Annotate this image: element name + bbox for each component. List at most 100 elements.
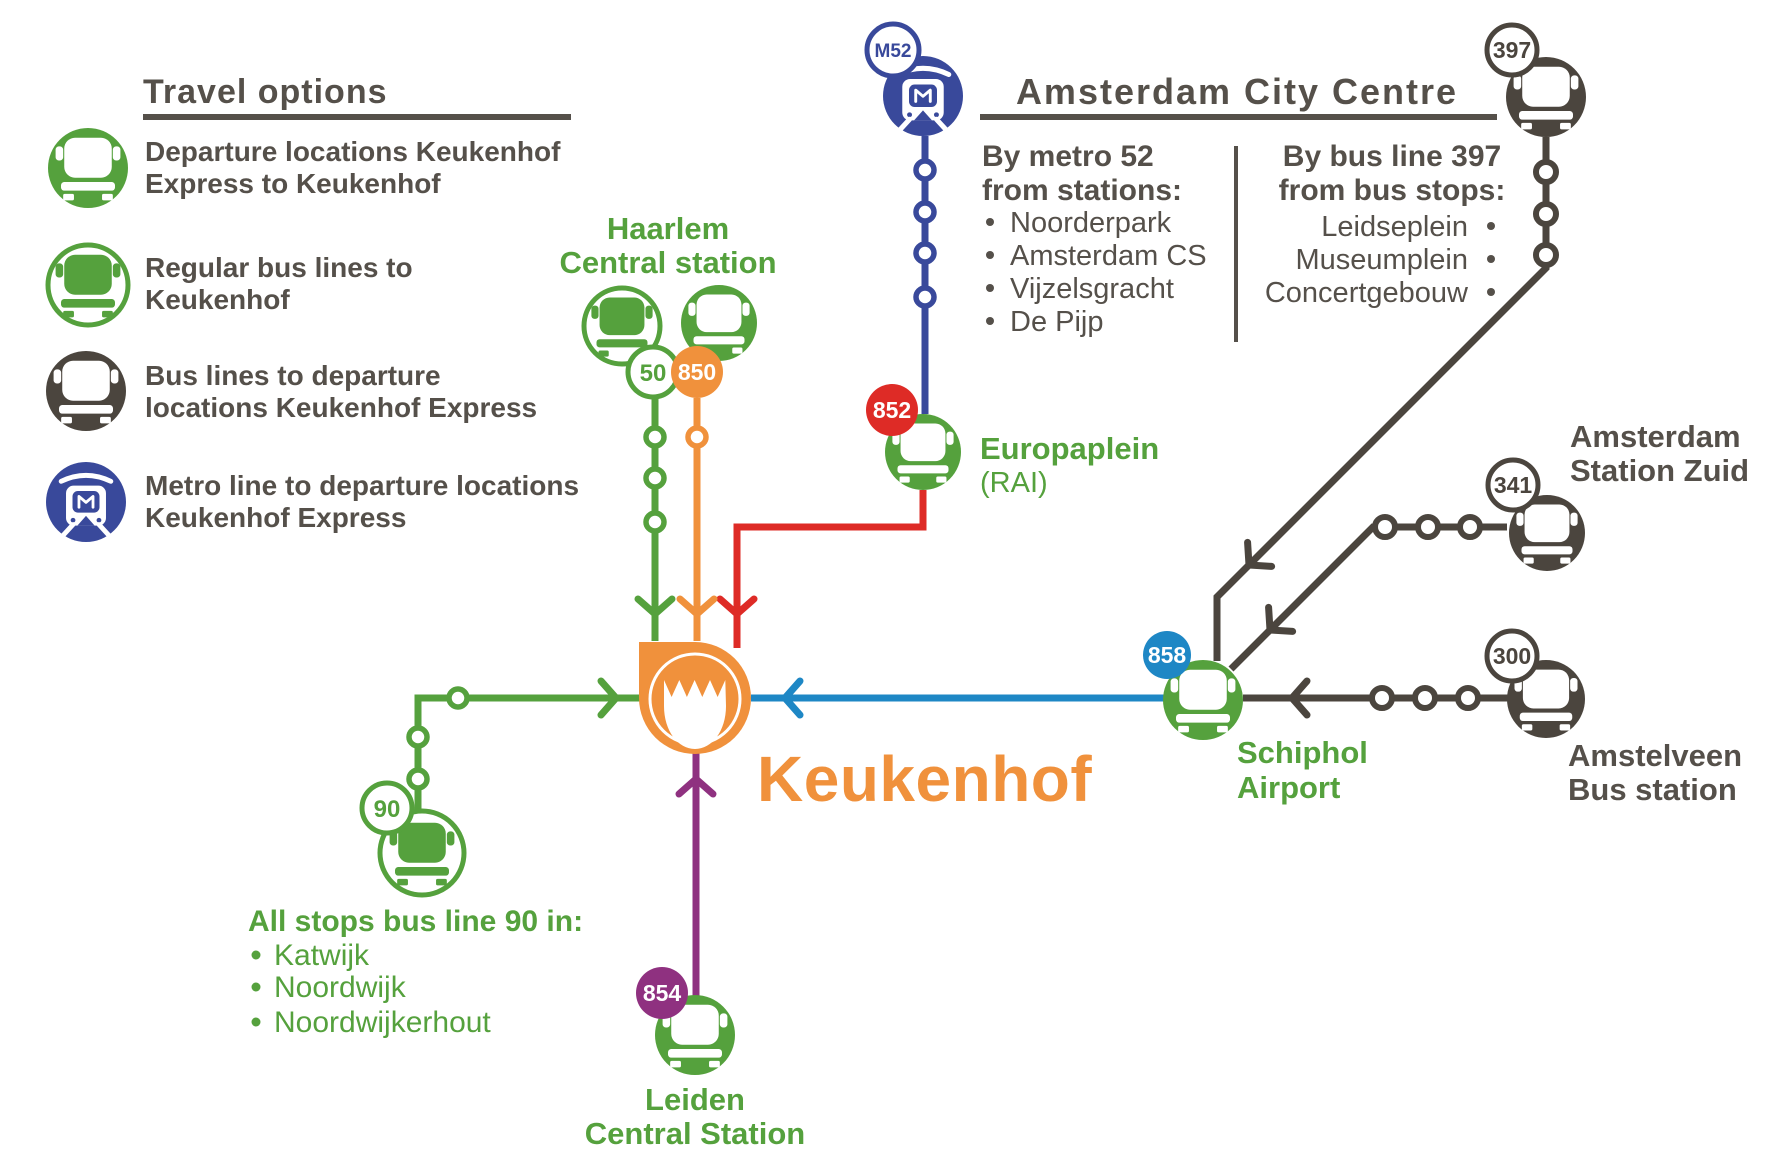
badge-850 (671, 346, 723, 398)
bus-stop-item: Leidseplein (1321, 211, 1468, 243)
city-centre-underline (980, 114, 1497, 120)
bus-column-heading: By bus line 397 (1283, 140, 1501, 173)
bus-stop-dot (446, 686, 470, 710)
badge-850-label: 850 (678, 359, 716, 385)
badge-50-label: 50 (640, 360, 667, 387)
metro-stop-dot (913, 158, 937, 182)
badge-90 (359, 780, 415, 836)
city-centre-title: Amsterdam City Centre (1016, 71, 1458, 112)
legend: Travel options Departure locations Keuke… (45, 73, 579, 542)
bullet-icon (251, 1017, 261, 1027)
legend-item-label: locations Keukenhof Express (145, 392, 537, 423)
badge-397 (1484, 22, 1540, 78)
metro-station-item: Vijzelsgracht (1010, 273, 1174, 305)
station-haarlem: Haarlem Central station 50 850 (559, 211, 777, 400)
station-label: Bus station (1568, 772, 1737, 807)
bus-stop-dot (1533, 201, 1559, 227)
legend-item-label: Metro line to departure locations (145, 470, 579, 501)
metro-column-heading: By metro 52 (982, 140, 1154, 173)
bullet-icon (1487, 288, 1495, 296)
legend-title: Travel options (143, 73, 388, 111)
legend-item-label: Regular bus lines to (145, 252, 413, 283)
metro-column: By metro 52 from stations: Noorderpark A… (982, 140, 1207, 338)
bus-stop-dot (685, 425, 709, 449)
station-label: Station Zuid (1570, 453, 1749, 488)
station-label: Central station (559, 245, 776, 280)
route-854-keukenhof-express (679, 753, 713, 996)
station-bus-397: 397 (1484, 22, 1586, 137)
line90-heading: All stops bus line 90 in: (248, 905, 583, 938)
station-label: Schiphol (1237, 735, 1368, 770)
route-300-bus (1243, 681, 1508, 715)
metro-column-heading: from stations: (982, 174, 1182, 207)
badge-341 (1485, 457, 1541, 513)
route-50-regular-bus (638, 392, 672, 641)
metro-stop-dot (913, 200, 937, 224)
station-zuid: 341 Amsterdam Station Zuid (1485, 419, 1749, 571)
route-850-keukenhof-express (680, 398, 714, 641)
bus-column-heading: from bus stops: (1279, 174, 1506, 207)
metro-station-item: De Pijp (1010, 306, 1104, 338)
badge-852 (866, 384, 918, 436)
legend-item-label: Keukenhof Express (145, 502, 406, 533)
badge-90-label: 90 (374, 796, 401, 823)
bullet-icon (986, 218, 994, 226)
station-label: Amsterdam (1570, 419, 1741, 454)
line90-stop: Noordwijk (274, 971, 407, 1004)
keukenhof-wordmark: Keukenhof (757, 743, 1092, 815)
legend-item-label: Keukenhof (145, 284, 290, 315)
station-amstelveen: 300 Amstelveen Bus station (1484, 628, 1742, 807)
line90-stop: Noordwijkerhout (274, 1006, 491, 1039)
bus-stop-dot (1369, 685, 1395, 711)
metro-station-item: Amsterdam CS (1010, 240, 1207, 272)
bullet-icon (1487, 255, 1495, 263)
legend-title-underline (143, 114, 571, 120)
route-858-keukenhof-express (751, 681, 1164, 715)
bullet-icon (251, 950, 261, 960)
badge-300 (1484, 628, 1540, 684)
route-397-bus (1213, 137, 1559, 661)
badge-m52 (864, 21, 922, 79)
bus-stop-dot (1415, 514, 1441, 540)
badge-858 (1143, 631, 1191, 679)
station-metro-52: M52 (864, 21, 963, 136)
bus-stop-item: Concertgebouw (1265, 277, 1469, 309)
bus-stop-dot (643, 425, 667, 449)
badge-397-label: 397 (1493, 37, 1531, 63)
bus-stop-item: Museumplein (1296, 244, 1468, 276)
route-852-keukenhof-express (720, 490, 927, 648)
route-metro-52 (913, 136, 937, 414)
station-schiphol: 858 Schiphol Airport (1143, 631, 1368, 805)
bus-stop-dot (1455, 685, 1481, 711)
station-label: Amstelveen (1568, 738, 1742, 773)
bus-stop-dot (1533, 159, 1559, 185)
bullet-icon (986, 317, 994, 325)
metro-stop-dot (913, 285, 937, 309)
bus-stop-dot (1533, 242, 1559, 268)
station-label: Central Station (585, 1116, 805, 1151)
badge-300-label: 300 (1493, 643, 1531, 669)
badge-854 (636, 967, 688, 1019)
station-label: Airport (1237, 770, 1340, 805)
line90-stop: Katwijk (274, 939, 370, 972)
bus-397-column: By bus line 397 from bus stops: Leidsepl… (1265, 140, 1505, 309)
keukenhof-destination: Keukenhof (639, 642, 1092, 815)
badge-852-label: 852 (873, 397, 911, 423)
station-label: (RAI) (980, 467, 1048, 499)
bullet-icon (986, 251, 994, 259)
bus-stop-dot (643, 510, 667, 534)
bullet-icon (251, 982, 261, 992)
bus-stop-dot (406, 767, 430, 791)
station-line-90: 90 All stops bus line 90 in: Katwijk Noo… (248, 780, 583, 1039)
tulip-icon (664, 680, 726, 749)
bus-stop-dot (1457, 514, 1483, 540)
bus-stop-dot (1372, 514, 1398, 540)
station-leiden: 854 Leiden Central Station (585, 967, 805, 1151)
metro-station-item: Noorderpark (1010, 207, 1172, 239)
station-europaplein: 852 Europaplein (RAI) (866, 384, 1159, 499)
legend-item-label: Bus lines to departure (145, 360, 441, 391)
bus-stop-dot (643, 466, 667, 490)
badge-341-label: 341 (1494, 472, 1533, 498)
legend-item-label: Departure locations Keukenhof (145, 136, 561, 167)
